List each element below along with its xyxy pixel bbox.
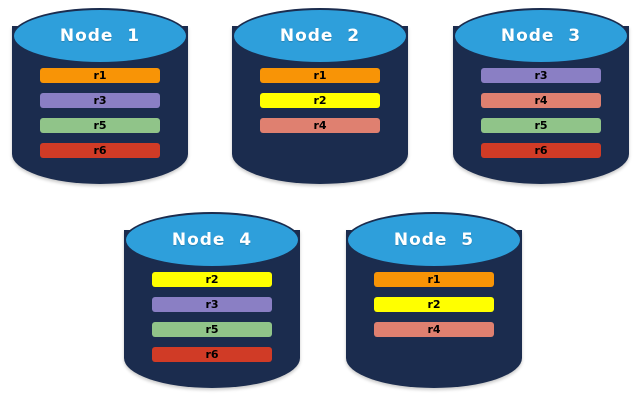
node-label: Node 3 [500,26,582,46]
node-cylinder-4: Node 4 r2 r3 r5 r6 [124,212,300,392]
node-cylinder-1: Node 1 r1 r3 r5 r6 [12,8,188,188]
cylinder-top-icon [453,8,629,64]
replica-bar: r6 [40,143,160,158]
replica-bar: r5 [152,322,272,337]
node-label: Node 5 [393,230,475,250]
cylinder-top-icon [124,212,300,268]
replica-list: r1 r2 r4 [260,68,380,133]
node-label: Node 1 [59,26,141,46]
replica-bar: r3 [152,297,272,312]
replica-bar: r6 [152,347,272,362]
replica-bar: r6 [481,143,601,158]
node-cylinder-5: Node 5 r1 r2 r4 [346,212,522,392]
replica-bar: r2 [374,297,494,312]
cylinder-top-icon [12,8,188,64]
cylinder-top-icon [232,8,408,64]
replica-bar: r4 [481,93,601,108]
replica-bar: r4 [374,322,494,337]
replica-bar: r2 [152,272,272,287]
replica-list: r3 r4 r5 r6 [481,68,601,158]
replica-list: r1 r3 r5 r6 [40,68,160,158]
replica-bar: r3 [40,93,160,108]
replica-list: r1 r2 r4 [374,272,494,337]
replica-bar: r3 [481,68,601,83]
cylinder-top-icon [346,212,522,268]
node-cylinder-2: Node 2 r1 r2 r4 [232,8,408,188]
replica-bar: r5 [481,118,601,133]
replica-bar: r1 [40,68,160,83]
node-label: Node 4 [171,230,253,250]
replica-bar: r2 [260,93,380,108]
replica-bar: r5 [40,118,160,133]
replica-bar: r4 [260,118,380,133]
replica-bar: r1 [374,272,494,287]
node-cylinder-3: Node 3 r3 r4 r5 r6 [453,8,629,188]
node-label: Node 2 [279,26,361,46]
replica-bar: r1 [260,68,380,83]
replica-list: r2 r3 r5 r6 [152,272,272,362]
